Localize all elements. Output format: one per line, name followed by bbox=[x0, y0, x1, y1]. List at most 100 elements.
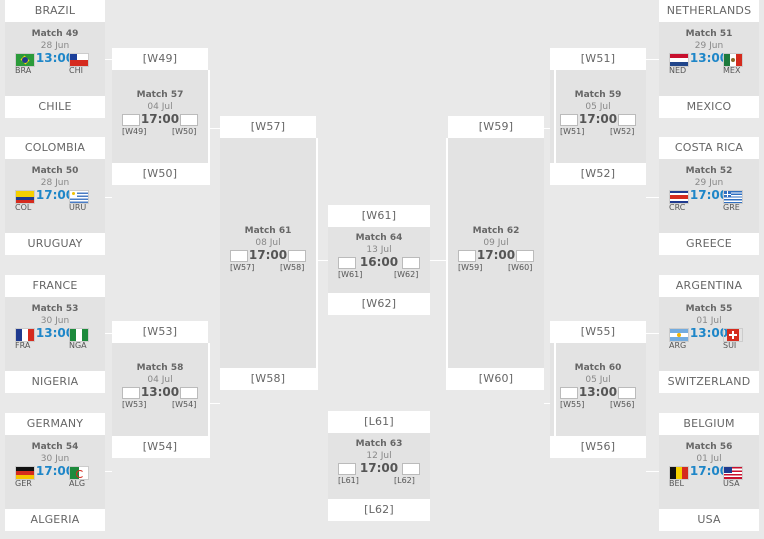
connector-line bbox=[208, 70, 210, 185]
final-64-home-score-box bbox=[338, 257, 356, 269]
usa-flag-icon bbox=[723, 466, 743, 480]
argentina-flag-icon bbox=[669, 328, 689, 342]
r16-49-kickoff-time: 13:00 bbox=[35, 51, 75, 65]
qf-60-away-slot-label: [W56] bbox=[550, 436, 646, 458]
sf-61-home-slot-code: [W57] bbox=[230, 263, 255, 272]
sf-61-match-number: Match 61 bbox=[244, 226, 292, 236]
final-64-away-slot-code: [W62] bbox=[394, 270, 419, 279]
chile-flag-icon bbox=[69, 53, 89, 67]
r16-52-kickoff-time: 17:00 bbox=[689, 188, 729, 202]
third-63-kickoff-time: 17:00 bbox=[359, 461, 399, 475]
sf-62-home-slot-label: [W59] bbox=[448, 116, 544, 138]
sf-61-home-slot-label: [W57] bbox=[220, 116, 316, 138]
r16-51-kickoff-time: 13:00 bbox=[689, 51, 729, 65]
connector-line bbox=[544, 128, 550, 129]
greece-flag-icon bbox=[723, 190, 743, 204]
netherlands-flag-icon bbox=[669, 53, 689, 67]
r16-51-home-code: NED bbox=[669, 66, 687, 75]
connector-line bbox=[316, 138, 318, 390]
r16-49-match-date: 28 Jun bbox=[40, 41, 70, 51]
r16-51-match-number: Match 51 bbox=[685, 29, 733, 39]
germany-flag-icon bbox=[15, 466, 35, 480]
qf-59-away-slot-label: [W52] bbox=[550, 163, 646, 185]
sf-62-kickoff-time: 17:00 bbox=[476, 248, 516, 262]
qf-57-match-date: 04 Jul bbox=[147, 101, 173, 112]
third-63-away-slot-label: [L62] bbox=[328, 499, 430, 521]
third-63-match-date: 12 Jul bbox=[366, 451, 392, 461]
r16-53-home-code: FRA bbox=[15, 341, 31, 350]
r16-50-match-number: Match 50 bbox=[31, 166, 79, 176]
mexico-flag-icon bbox=[723, 53, 743, 67]
r16-52-home-code: CRC bbox=[669, 203, 686, 212]
r16-50-away-team-label: URUGUAY bbox=[5, 233, 105, 255]
sf-62-home-score-box bbox=[458, 250, 476, 262]
uruguay-flag-icon bbox=[69, 190, 89, 204]
r16-56-match-date: 01 Jul bbox=[696, 454, 722, 464]
r16-53-home-team-label: FRANCE bbox=[5, 275, 105, 297]
third-63-match-number: Match 63 bbox=[355, 439, 403, 449]
sf-61-home-score-box bbox=[230, 250, 248, 262]
qf-59-away-slot-code: [W52] bbox=[610, 126, 635, 136]
qf-60-away-slot-code: [W56] bbox=[610, 399, 635, 409]
r16-54-match-number: Match 54 bbox=[31, 442, 79, 452]
r16-52-home-team-label: COSTA RICA bbox=[659, 137, 759, 159]
colombia-flag-icon bbox=[15, 190, 35, 204]
final-64-match-number: Match 64 bbox=[355, 233, 403, 243]
brazil-flag-icon bbox=[15, 53, 35, 67]
connector-line bbox=[446, 138, 448, 390]
qf-59-kickoff-time: 17:00 bbox=[578, 111, 618, 126]
qf-60-match-date: 05 Jul bbox=[585, 374, 611, 385]
r16-55-home-code: ARG bbox=[669, 341, 687, 350]
qf-59-away-score-box bbox=[618, 113, 636, 126]
connector-line bbox=[208, 403, 220, 404]
connector-line bbox=[208, 343, 210, 458]
r16-54-home-code: GER bbox=[15, 479, 32, 488]
r16-56-match-number: Match 56 bbox=[685, 442, 733, 452]
r16-49-home-team-label: BRAZIL bbox=[5, 0, 105, 22]
r16-55-away-code: SUI bbox=[723, 341, 737, 350]
connector-line bbox=[105, 59, 112, 60]
connector-line bbox=[554, 343, 556, 458]
connector-line bbox=[430, 260, 448, 261]
r16-56-away-code: USA bbox=[723, 479, 740, 488]
qf-58-away-slot-code: [W54] bbox=[172, 399, 197, 409]
r16-52-away-code: GRE bbox=[723, 203, 740, 212]
qf-60-home-slot-code: [W55] bbox=[560, 399, 585, 409]
sf-61-away-slot-code: [W58] bbox=[280, 263, 305, 272]
r16-49-match-number: Match 49 bbox=[31, 29, 79, 39]
qf-59-home-slot-code: [W51] bbox=[560, 126, 585, 136]
sf-61-away-score-box bbox=[288, 250, 306, 262]
sf-61-away-slot-label: [W58] bbox=[220, 368, 316, 390]
r16-56-away-team-label: USA bbox=[659, 509, 759, 531]
r16-50-match-date: 28 Jun bbox=[40, 178, 70, 188]
third-63-home-slot-code: [L61] bbox=[338, 476, 359, 485]
r16-50-home-team-label: COLOMBIA bbox=[5, 137, 105, 159]
qf-57-match-number: Match 57 bbox=[136, 89, 184, 100]
qf-58-match-number: Match 58 bbox=[136, 362, 184, 373]
qf-60-home-slot-label: [W55] bbox=[550, 321, 646, 343]
r16-54-away-code: ALG bbox=[69, 479, 86, 488]
sf-62-match-date: 09 Jul bbox=[483, 238, 509, 248]
connector-line bbox=[646, 59, 659, 60]
r16-53-match-number: Match 53 bbox=[31, 304, 79, 314]
qf-57-home-slot-code: [W49] bbox=[122, 126, 147, 136]
r16-55-match-number: Match 55 bbox=[685, 304, 733, 314]
